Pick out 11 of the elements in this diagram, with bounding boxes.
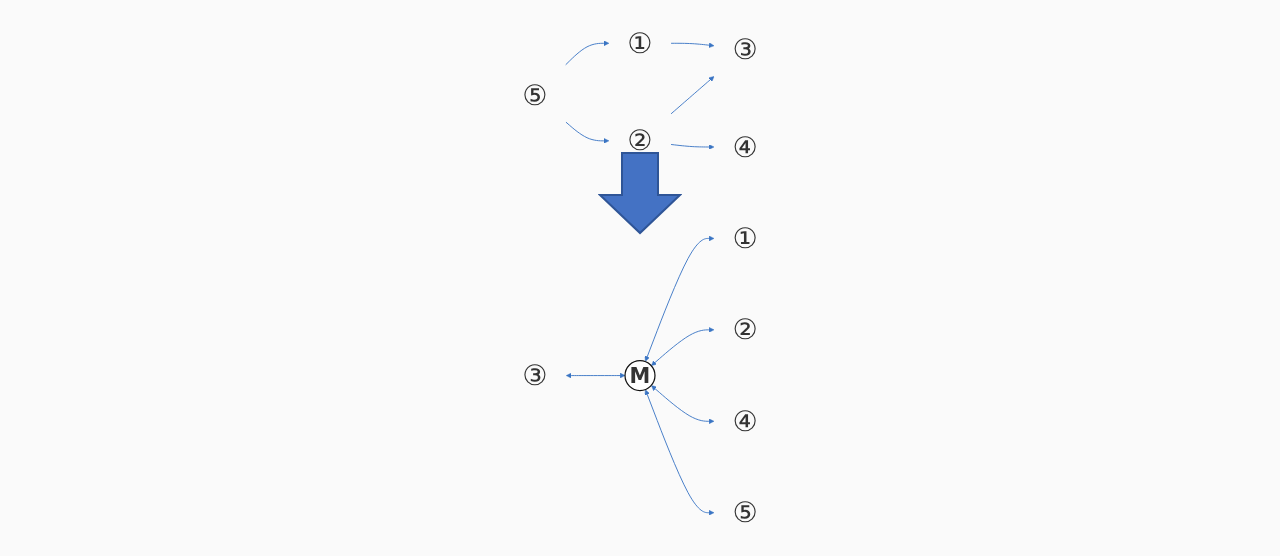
node-text: ⑤ — [522, 78, 548, 112]
node-text: ② — [732, 312, 758, 347]
node-circle: M — [624, 359, 656, 392]
node-text: ③ — [732, 32, 758, 66]
node-text: ④ — [732, 130, 758, 164]
node-text: ① — [627, 26, 653, 60]
node-text: ① — [732, 221, 758, 255]
node-text: ⑤ — [732, 495, 758, 529]
node-text: ③ — [522, 358, 548, 392]
node-text: ② — [627, 123, 653, 158]
node-text: ④ — [732, 404, 758, 438]
